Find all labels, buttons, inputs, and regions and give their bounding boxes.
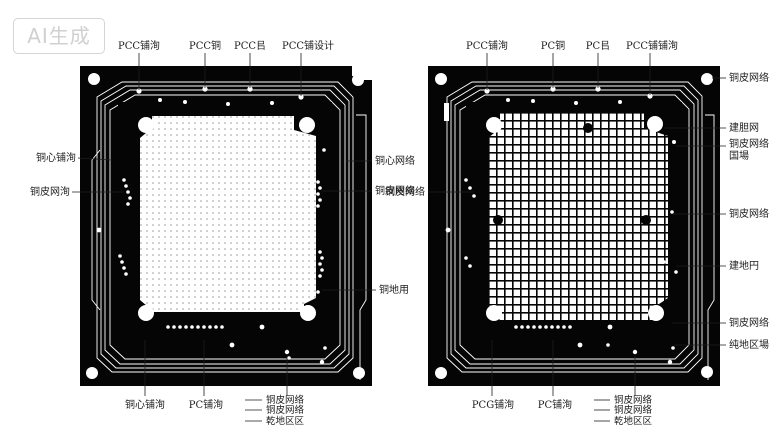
ai-generated-watermark: AI生成 [13,18,105,54]
legend-2: 铜皮网络 [266,404,305,416]
label-right-5: 铜皮网络 [729,207,769,220]
copper-mesh-area [488,112,668,320]
label-right-2: 铜皮网络 [375,184,415,197]
right-leader-lines [428,53,726,422]
label-top-1: PCC铺洵 [466,39,508,52]
label-bottom-2: PC铺洵 [538,398,572,411]
legend-2: 铜皮网络 [614,404,653,416]
label-right-6: 建地円 [729,259,759,272]
mount-hole [352,74,364,86]
legend-3: 乾地区区 [614,415,653,427]
label-bottom-2: PC铺洵 [189,398,223,411]
label-right-1: 铜心网络 [375,154,415,167]
copper-pour-area [140,116,316,312]
label-right-8: 纯地区場 [729,338,769,351]
mount-hole [353,367,365,379]
label-left-2: 铜皮网洵 [30,185,70,198]
right-panel-labels: PCC铺洵 PC铜 PC㠯 PCC铺铺洵 铜皮网络 铜皮网络 建胆网 铜皮网络 … [385,39,769,427]
right-pcb-board [428,66,720,386]
label-top-3: PC㠯 [586,40,610,52]
label-right-2: 建胆网 [729,121,759,134]
label-right-3: 铜皮网络 [729,137,769,150]
mount-hole [86,367,98,379]
legend-1: 铜皮网络 [266,394,305,406]
label-top-2: PCC铜 [189,40,221,52]
mount-hole [88,73,100,85]
label-top-3: PCC㠯 [234,40,266,52]
label-top-2: PC铜 [541,40,565,52]
label-bottom-1: PCG铺洵 [472,398,514,411]
label-bottom-1: 铜心铺洵 [125,398,165,411]
label-top-1: PCC铺洵 [118,39,160,52]
label-right-4: 国場 [729,149,749,162]
label-right-3: 铜地用 [379,283,409,296]
label-right-1: 铜皮网络 [729,71,769,84]
label-right-7: 铜皮网络 [729,316,769,329]
left-panel-labels: PCC铺洵 PCC铜 PCC㠯 PCC铺设计 铜心铺洵 铜皮网洵 铜心网络 铜皮… [30,39,415,427]
legend-1: 铜皮网络 [614,394,653,406]
label-top-4: PCC铺设计 [282,39,334,52]
label-left-1: 铜心铺洵 [36,151,76,164]
left-pcb-board [80,66,372,386]
label-left-1: 铜皮网络 [385,185,425,198]
left-leader-lines [72,53,376,422]
label-top-4: PCC铺铺洵 [626,39,678,52]
legend-3: 乾地区区 [266,415,305,427]
